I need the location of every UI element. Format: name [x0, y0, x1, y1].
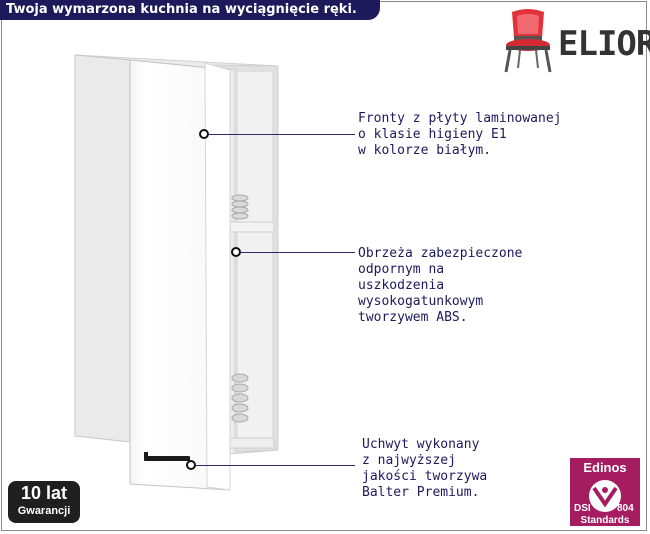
- callout-edge-banding: Obrzeża zabezpieczone odpornym na uszkod…: [358, 246, 522, 326]
- callout-handle-line: z najwyższej: [362, 453, 456, 468]
- callout-handle-line: Uchwyt wykonany: [362, 437, 480, 452]
- callout-marker-handle: [186, 460, 196, 470]
- warranty-value: 10 lat: [20, 483, 68, 503]
- callout-leader-edges: [241, 252, 355, 253]
- callout-edges-line: tworzywem ABS.: [358, 310, 468, 325]
- callout-front-material: Fronty z płyty laminowanej o klasie higi…: [358, 111, 562, 159]
- callout-front-line: Fronty z płyty laminowanej: [358, 111, 562, 126]
- callout-front-line: o klasie higieny E1: [358, 127, 507, 142]
- certification-right-text: 804: [617, 503, 634, 514]
- brand-logo: ELIOR: [500, 8, 650, 78]
- callout-front-line: w kolorze białym.: [358, 143, 492, 158]
- callout-edges-line: wysokogatunkowym: [358, 294, 484, 309]
- callout-edges-line: uszkodzenia: [358, 278, 445, 293]
- brand-name: ELIOR: [558, 24, 650, 64]
- certification-left-text: DSI: [574, 503, 591, 514]
- warranty-label: Gwarancji: [17, 505, 71, 517]
- callout-leader-front: [209, 134, 355, 135]
- certification-badge: Edinos DSI 804 Standards: [570, 458, 640, 526]
- certification-top-text: Edinos: [583, 460, 626, 475]
- tagline-text: Twoja wymarzona kuchnia na wyciągnięcie …: [6, 2, 357, 17]
- callout-handle-line: jakości tworzywa: [362, 469, 488, 484]
- certification-emblem: Edinos DSI 804 Standards: [574, 460, 634, 526]
- certification-bottom-text: Standards: [581, 515, 630, 526]
- callout-handle: Uchwyt wykonany z najwyższej jakości two…: [362, 437, 487, 501]
- chair-icon: [504, 9, 552, 73]
- callout-edges-line: Obrzeża zabezpieczone: [358, 246, 523, 261]
- callout-leader-handle: [196, 465, 355, 466]
- callout-edges-line: odpornym na: [358, 262, 445, 277]
- callout-marker-front: [199, 129, 209, 139]
- warranty-badge: 10 lat Gwarancji: [8, 481, 80, 523]
- callout-handle-line: Balter Premium.: [362, 485, 480, 500]
- callout-marker-edges: [231, 247, 241, 257]
- tagline-banner: Twoja wymarzona kuchnia na wyciągnięcie …: [0, 0, 380, 20]
- wall-cabinet-illustration: [74, 54, 279, 491]
